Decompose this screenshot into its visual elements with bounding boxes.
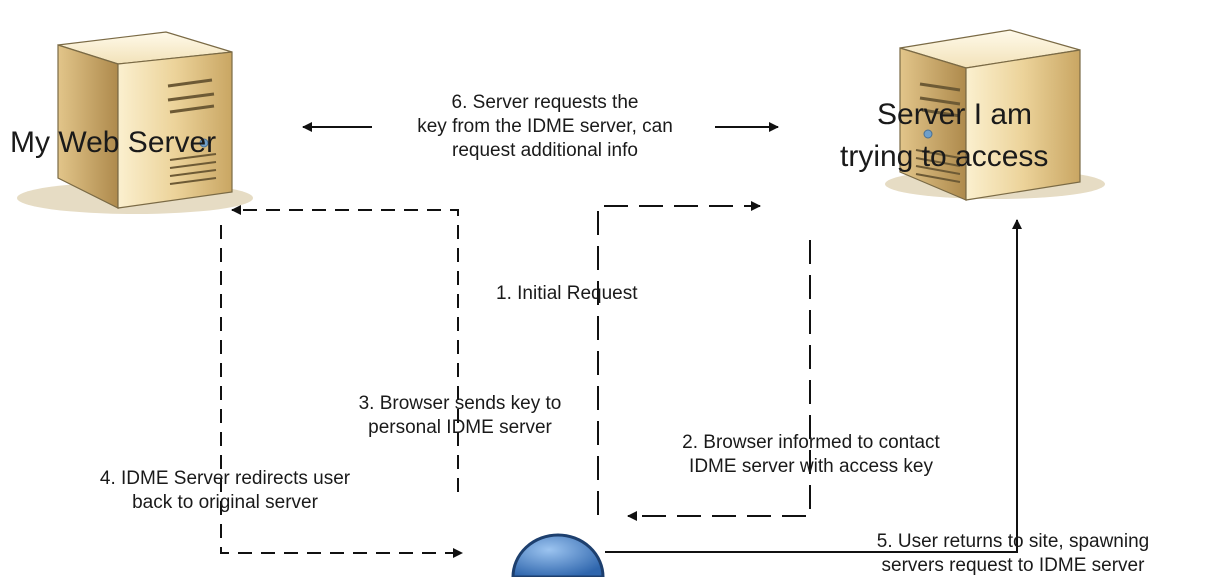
target-server-icon bbox=[885, 29, 1105, 201]
user-circle bbox=[511, 533, 605, 579]
step-6-line1: 6. Server requests the bbox=[451, 92, 639, 113]
server-drive-bays bbox=[169, 153, 217, 185]
step-1-label: 1. Initial Request bbox=[496, 283, 638, 304]
target-server-label-line2: trying to access bbox=[840, 140, 1049, 173]
step-2-line1: 2. Browser informed to contact bbox=[682, 432, 940, 453]
arrow-5-solid bbox=[605, 219, 1022, 553]
step-2-line2: IDME server with access key bbox=[689, 456, 933, 477]
step-5-line1: 5. User returns to site, spawning bbox=[876, 531, 1150, 552]
server-front-face bbox=[965, 49, 1081, 201]
my-web-server-icon bbox=[17, 31, 253, 214]
step-3-line1: 3. Browser sends key to bbox=[358, 393, 562, 414]
server-vents bbox=[167, 78, 215, 114]
step-4-line2: back to original server bbox=[132, 492, 318, 513]
arrow-2-dashed bbox=[627, 240, 811, 521]
my-web-server-label: My Web Server bbox=[10, 126, 217, 159]
server-front-face bbox=[117, 51, 233, 209]
server-power-light bbox=[199, 138, 209, 148]
step-6-line3: request additional info bbox=[452, 140, 638, 161]
step-6-line2: key from the IDME server, can bbox=[417, 116, 673, 137]
user-icon bbox=[511, 533, 605, 579]
step-5-line2: servers request to IDME server bbox=[881, 555, 1145, 576]
server-vents bbox=[919, 82, 961, 118]
arrow-3-dashed bbox=[231, 205, 459, 492]
step-3-line2: personal IDME server bbox=[368, 417, 552, 438]
arrow-4-dashed bbox=[220, 225, 463, 558]
target-server-label-line1: Server I am bbox=[877, 98, 1033, 131]
server-drive-bays bbox=[915, 149, 961, 183]
step-4-line1: 4. IDME Server redirects user bbox=[99, 468, 351, 489]
server-power-light bbox=[923, 129, 933, 139]
